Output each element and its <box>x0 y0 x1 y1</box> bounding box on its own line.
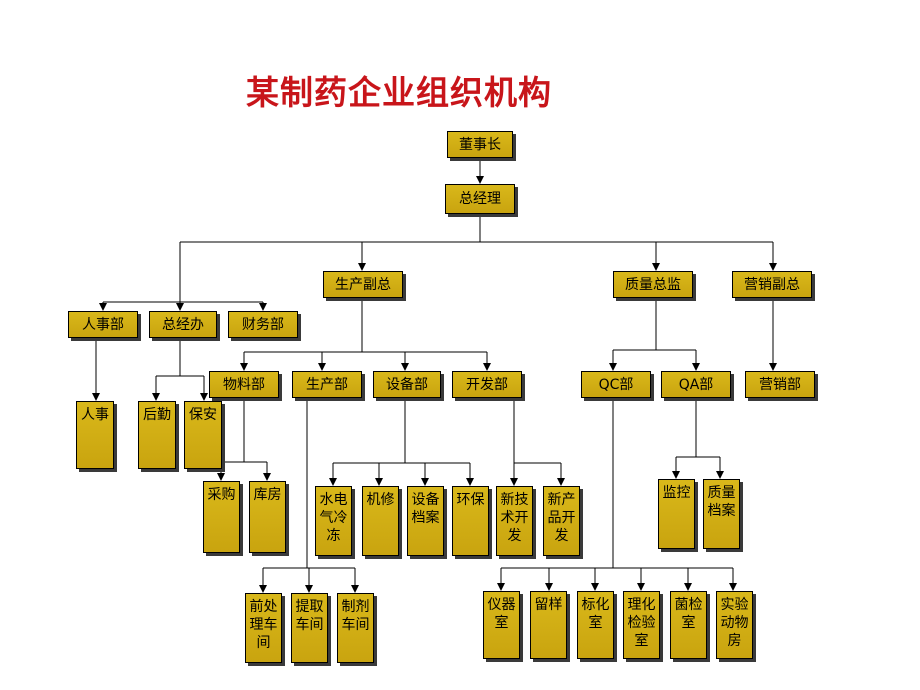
node-micro-room-label: 菌检室 <box>674 597 703 631</box>
node-pretreat-workshop: 前处理车间 <box>245 593 282 663</box>
node-sample-room: 留样 <box>530 591 567 659</box>
page-title: 某制药企业组织机构 <box>246 73 552 112</box>
node-quality-files: 质量档案 <box>703 479 740 549</box>
node-security-label: 保安 <box>189 407 217 423</box>
node-chairman: 董事长 <box>447 131 513 158</box>
node-standard-room-label: 标化室 <box>581 597 610 631</box>
node-extract-workshop-label: 提取车间 <box>295 599 324 633</box>
node-equip-files: 设备档案 <box>407 486 444 556</box>
node-utilities-label: 水电气冷冻 <box>319 492 348 544</box>
node-rd-dept: 开发部 <box>452 371 522 398</box>
node-monitoring-label: 监控 <box>662 485 691 501</box>
node-logistics: 后勤 <box>138 401 176 469</box>
node-physchem-lab-label: 理化检验室 <box>627 597 656 649</box>
node-micro-room: 菌检室 <box>670 591 707 659</box>
node-prep-workshop-label: 制剂车间 <box>341 599 370 633</box>
node-monitoring: 监控 <box>658 479 695 549</box>
node-security: 保安 <box>184 401 222 469</box>
node-extract-workshop: 提取车间 <box>291 593 328 663</box>
node-warehouse: 库房 <box>249 481 286 553</box>
node-quality-files-label: 质量档案 <box>707 485 736 519</box>
node-prep-workshop: 制剂车间 <box>337 593 374 663</box>
node-animal-room-label: 实验动物房 <box>720 597 749 649</box>
node-pretreat-workshop-label: 前处理车间 <box>249 599 278 651</box>
node-warehouse-label: 库房 <box>253 487 282 503</box>
node-qa-director: 质量总监 <box>613 271 693 298</box>
node-new-tech-label: 新技术开发 <box>500 492 529 544</box>
node-env-protection-label: 环保 <box>456 492 485 508</box>
node-finance-dept: 财务部 <box>228 311 298 338</box>
node-sales-dept: 营销部 <box>745 371 815 398</box>
node-equip-files-label: 设备档案 <box>411 492 440 526</box>
node-sample-room-label: 留样 <box>534 597 563 613</box>
node-hr-dept: 人事部 <box>68 311 138 338</box>
node-qc-dept: QC部 <box>581 371 651 398</box>
node-qa-dept: QA部 <box>661 371 731 398</box>
node-new-tech: 新技术开发 <box>496 486 533 556</box>
node-animal-room: 实验动物房 <box>716 591 753 659</box>
node-new-product-label: 新产品开发 <box>547 492 576 544</box>
node-standard-room: 标化室 <box>577 591 614 659</box>
node-personnel: 人事 <box>76 401 114 469</box>
node-equipment-dept: 设备部 <box>373 371 441 398</box>
node-mech-repair-label: 机修 <box>366 492 395 508</box>
node-utilities: 水电气冷冻 <box>315 486 352 556</box>
node-new-product: 新产品开发 <box>543 486 580 556</box>
node-sales-vp: 营销副总 <box>732 271 812 298</box>
node-purchasing: 采购 <box>203 481 240 553</box>
node-physchem-lab: 理化检验室 <box>623 591 660 659</box>
node-purchasing-label: 采购 <box>207 487 236 503</box>
node-env-protection: 环保 <box>452 486 489 556</box>
node-personnel-label: 人事 <box>81 407 109 423</box>
node-logistics-label: 后勤 <box>143 407 171 423</box>
node-mech-repair: 机修 <box>362 486 399 556</box>
node-gm-office: 总经办 <box>149 311 217 338</box>
node-instrument-room: 仪器室 <box>483 591 520 659</box>
node-materials-dept: 物料部 <box>209 371 279 398</box>
node-instrument-room-label: 仪器室 <box>487 597 516 631</box>
node-general-manager: 总经理 <box>445 184 515 214</box>
node-production-vp: 生产副总 <box>323 271 403 298</box>
node-production-dept: 生产部 <box>292 371 362 398</box>
